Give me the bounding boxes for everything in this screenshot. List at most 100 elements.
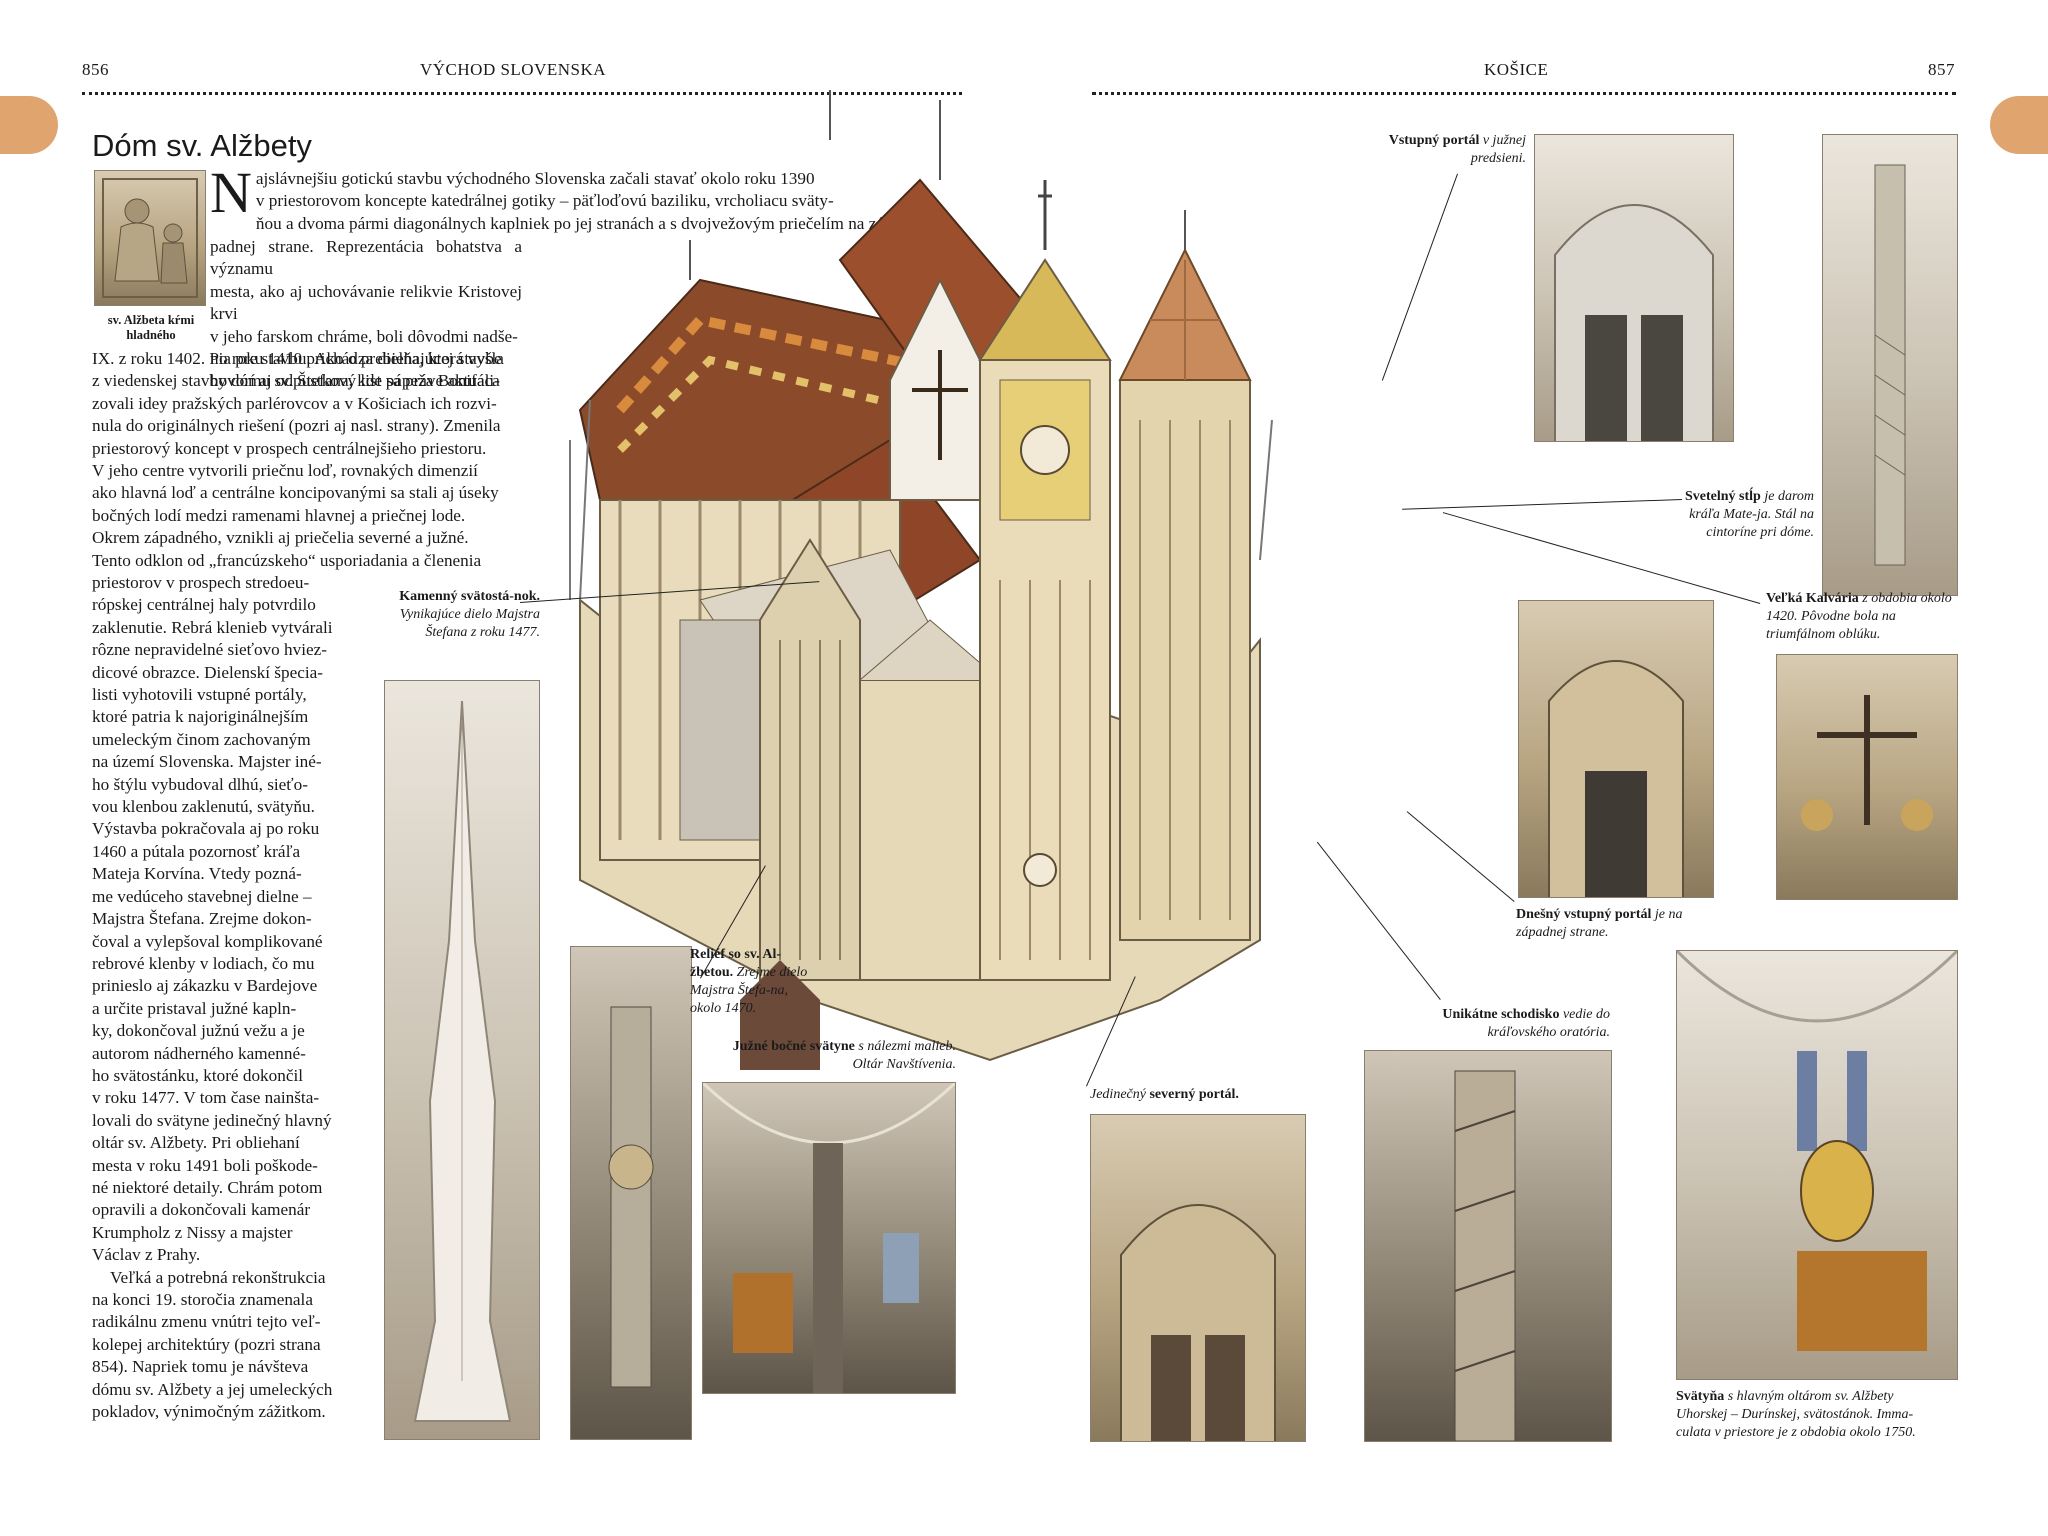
text-line: me vedúceho stavebnej dielne – (92, 886, 312, 906)
text-line: umeleckým činom zachovaným (92, 729, 311, 749)
text-line: priestorový koncept v prospech centrálne… (92, 438, 487, 458)
header-rule-right (1092, 92, 1956, 95)
caption-italic: s nálezmi malieb. Oltár Navštívenia. (852, 1039, 956, 1072)
caption-bold: severný portál. (1149, 1087, 1239, 1102)
caption-sanctuary: Svätyňa s hlavným oltárom sv. Alžbety Uh… (1676, 1388, 1946, 1442)
text-line: V jeho centre vytvorili priečnu loď, rov… (92, 461, 478, 481)
text-line: autorom nádherného kamenné- (92, 1043, 306, 1063)
left-section-title: VÝCHOD SLOVENSKA (420, 60, 607, 79)
text-line: čoval a vylepšoval komplikované (92, 931, 323, 951)
text-line: padnej strane. Reprezentácia bohatstva a… (210, 237, 522, 279)
left-thumb-tab (0, 96, 58, 154)
text-line: prinieslo aj zákazku v Bardejove (92, 976, 318, 996)
caption-italic: vedie do kráľovského oratória. (1487, 1007, 1610, 1040)
body-text-wrap: padnej strane. Reprezentácia bohatstva a… (210, 236, 522, 393)
caption-italic: z obdobia okolo 1420. Pôvodne bola na tr… (1766, 591, 1952, 642)
body-text-main: IX. z roku 1402. Po roku 1410 prichádza … (92, 348, 524, 572)
header-rule-left (82, 92, 962, 95)
text-line: rebrové klenby v lodiach, čo mu (92, 953, 315, 973)
text-line: rópskej centrálnej haly potvrdilo (92, 595, 316, 615)
cathedral-illustration (569, 90, 1273, 1070)
relief-column-icon (608, 1006, 654, 1388)
caption-bold: Reliéf so sv. Al-žbetou. (690, 947, 781, 980)
leader-line (1402, 499, 1682, 510)
caption-bold: Unikátne schodisko (1442, 1007, 1560, 1022)
north-portal-icon (1120, 1204, 1276, 1441)
text-line: Okrem západného, vznikli aj priečelia se… (92, 528, 469, 548)
caption-entrance-portal: Vstupný portál v južnej predsieni. (1350, 132, 1526, 168)
text-line: na konci 19. storočia znamenala (92, 1290, 313, 1309)
caption-great-calvary: Veľká Kalvária z obdobia okolo 1420. Pôv… (1766, 590, 1956, 644)
photo-sanctuary (1676, 950, 1958, 1380)
text-line: Veľká a potrebná rekonštrukcia (110, 1267, 326, 1287)
text-line: 1460 a pútala pozornosť kráľa (92, 841, 301, 861)
text-line: radikálnu zmenu vnútri tejto veľ- (92, 1312, 321, 1332)
caption-italic: je darom kráľa Mate-ja. Stál na cintorín… (1689, 489, 1814, 540)
text-line: Výstavba pokračovala aj po roku (92, 819, 320, 839)
photo-light-column (1822, 134, 1958, 596)
text-line: ho štýlu vybudoval dlhú, sieťo- (92, 774, 308, 794)
thumbnail-caption: sv. Alžbeta kŕmi hladného (107, 313, 195, 342)
caption-staircase: Unikátne schodisko vedie do kráľovského … (1380, 1006, 1610, 1042)
right-section-title: KOŠICE (1484, 60, 1549, 79)
text-line: rôzne nepravidelné sieťovo hviez- (92, 640, 327, 660)
text-line: dicové obrazce. Dielenskí špecia- (92, 662, 323, 682)
body-text-intro: N ajslávnejšiu gotickú stavbu východného… (210, 164, 932, 235)
staircase-icon (1454, 1070, 1516, 1441)
text-line: né niektoré detaily. Chrám potom (92, 1177, 323, 1197)
photo-north-portal (1090, 1114, 1306, 1442)
caption-italic: Jedinečný (1090, 1087, 1146, 1102)
text-line: mesta v roku 1491 boli poškode- (92, 1155, 318, 1175)
text-line: z viedenskej stavby dómu sv. Štefana, kd… (92, 371, 500, 391)
body-text-narrow-top: priestorov v prospech stredoeu- rópskej … (92, 572, 362, 1423)
text-line: IX. z roku 1402. Po roku 1410 prichádza … (92, 349, 504, 368)
text-line: v jeho farskom chráme, boli dôvodmi nadš… (210, 326, 518, 346)
text-line: Majstra Štefana. Zrejme dokon- (92, 909, 312, 929)
text-line: zaklenutie. Rebrá klenieb vytvárali (92, 617, 333, 637)
light-column-icon (1874, 164, 1906, 566)
text-line: ňou a dvoma pármi diagonálnych kaplniek … (255, 213, 890, 233)
photo-entrance-portal-south (1534, 134, 1734, 442)
photo-south-side-chapels (702, 1082, 956, 1394)
text-line: listi vyhotovili vstupné portály, (92, 685, 307, 705)
leader-line (1316, 841, 1441, 1000)
caption-italic: s hlavným oltárom sv. Alžbety Uhorskej –… (1676, 1389, 1916, 1440)
photo-relief-elizabeth (570, 946, 692, 1440)
caption-relief: Reliéf so sv. Al-žbetou. Zrejme dielo Ma… (690, 946, 812, 1018)
text-line: a určite pristaval južné kapln- (92, 998, 297, 1018)
left-page-number: 856 (82, 60, 109, 79)
caption-sacrament-house: Kamenný svätostá-nok. Vynikajúce dielo M… (360, 588, 540, 642)
right-thumb-tab (1990, 96, 2048, 154)
text-line: v roku 1477. V tom čase nainšta- (92, 1088, 320, 1108)
caption-italic: Vynikajúce dielo Majstra Štefana z roku … (399, 607, 540, 640)
caption-bold: Kamenný svätostá-nok. (399, 589, 540, 604)
caption-west-portal: Dnešný vstupný portál je na západnej str… (1516, 906, 1712, 942)
text-line: Václav z Prahy. (92, 1245, 201, 1265)
text-line: kolepej architektúry (pozri strana (92, 1334, 321, 1354)
text-line: pokladov, výnimočným zážitkom. (92, 1402, 326, 1422)
article-title: Dóm sv. Alžbety (92, 128, 312, 163)
caption-italic: je na západnej strane. (1516, 907, 1683, 940)
caption-bold: Dnešný vstupný portál (1516, 907, 1652, 922)
caption-bold: Veľká Kalvária (1766, 591, 1859, 606)
text-line: 854). Napriek tomu je návšteva (92, 1357, 309, 1377)
text-line: bočných lodí medzi ramenami hlavnej a pr… (92, 505, 466, 525)
text-line: Krumpholz z Nissy a majster (92, 1222, 293, 1242)
photo-west-portal (1518, 600, 1714, 898)
caption-bold: Vstupný portál (1388, 133, 1480, 148)
caption-north-portal: Jedinečný severný portál. (1090, 1086, 1330, 1104)
caption-light-column: Svetelný stĺp je darom kráľa Mate-ja. St… (1680, 488, 1814, 542)
text-line: ktoré patria k najoriginálnejším (92, 707, 309, 727)
relief-figure-icon (102, 178, 198, 298)
text-line: Tento odklon od „francúzskeho“ usporiada… (92, 550, 482, 570)
text-line: v priestorovom koncepte katedrálnej goti… (255, 191, 834, 211)
leader-line (1406, 811, 1515, 902)
text-line: ajslávnejšiu gotickú stavbu východného S… (255, 169, 815, 188)
text-line: ho svätostánku, ktoré dokončil (92, 1065, 303, 1085)
sanctuary-icon (1677, 951, 1957, 1351)
west-portal-icon (1548, 660, 1684, 897)
text-line: hovorí aj odpustkový list pápeža Bonifác… (210, 371, 500, 391)
text-line: ako hlavná loď a centrálne koncipovanými… (92, 483, 499, 503)
caption-italic: v južnej predsieni. (1470, 133, 1526, 166)
text-line: zovali idey pražských parlérovcov a v Ko… (92, 393, 497, 413)
